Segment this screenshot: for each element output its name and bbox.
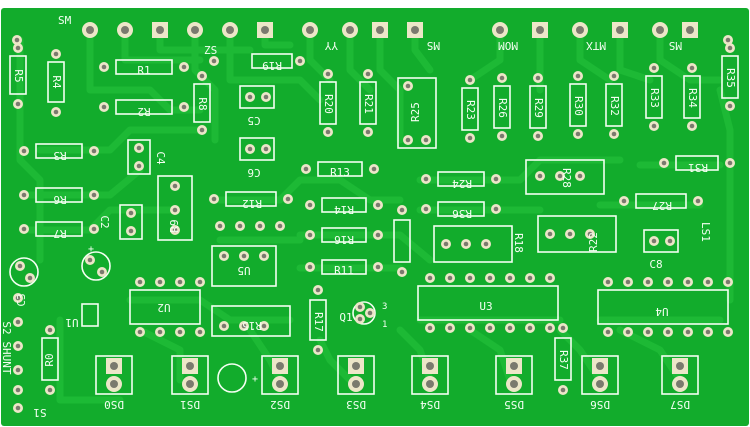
designator-r37: R37 bbox=[557, 350, 570, 370]
designator-r7: R7 bbox=[53, 227, 66, 240]
designator-u5: U5 bbox=[237, 264, 250, 277]
designator-r2: R2 bbox=[137, 105, 150, 118]
designator-c8: C8 bbox=[649, 258, 662, 271]
designator-u4: U4 bbox=[655, 305, 669, 318]
designator-c2: C2 bbox=[98, 215, 111, 228]
designator-r23: R23 bbox=[464, 100, 477, 120]
designator-r5: R5 bbox=[12, 69, 25, 82]
designator-u1: U1 bbox=[65, 316, 78, 329]
designator-r13: R13 bbox=[330, 166, 350, 179]
designator-ds4: DS4 bbox=[420, 398, 440, 411]
label-mom: MOM bbox=[498, 39, 518, 52]
designator-ds5: DS5 bbox=[504, 398, 524, 411]
designator-r0: R0 bbox=[43, 353, 56, 366]
designator-ds0: DS0 bbox=[104, 398, 124, 411]
designator-u3: U3 bbox=[479, 300, 492, 313]
designator-c6: C6 bbox=[247, 166, 260, 179]
designator-ds1: DS1 bbox=[180, 398, 200, 411]
label-q1-pin1: 1 bbox=[382, 320, 387, 330]
label-plus-q1: + bbox=[88, 244, 94, 255]
label-sm-left: SM bbox=[58, 14, 72, 27]
label-plus-led: + bbox=[252, 374, 258, 385]
designator-r20: R20 bbox=[322, 94, 335, 114]
label-q1-pin3: 3 bbox=[382, 302, 387, 312]
designator-r17: R17 bbox=[312, 312, 325, 332]
designator-r1: R1 bbox=[137, 64, 150, 77]
designator-r31: R31 bbox=[688, 161, 708, 174]
designator-s1: S1 bbox=[33, 406, 46, 419]
designator-r14: R14 bbox=[334, 203, 354, 216]
edge-label-layer: SM ZS YY MS MOM MTX MS LS1 3 1 + + bbox=[58, 14, 712, 385]
designator-r16: R16 bbox=[334, 233, 354, 246]
designator-shunt: SHUNT bbox=[0, 341, 13, 374]
designator-r32: R32 bbox=[608, 96, 621, 116]
designator-r6: R6 bbox=[53, 193, 66, 206]
designator-r29: R29 bbox=[532, 98, 545, 118]
designator-r22: R22 bbox=[587, 232, 600, 252]
designator-r8: R8 bbox=[196, 97, 209, 110]
label-ls1: LS1 bbox=[699, 222, 712, 242]
silkscreen-outlines bbox=[9, 53, 739, 395]
designator-r19: R19 bbox=[262, 59, 282, 72]
designator-r34: R34 bbox=[686, 88, 699, 108]
designator-q1: Q1 bbox=[339, 311, 352, 324]
designator-u2: U2 bbox=[157, 301, 170, 314]
designator-r18: R18 bbox=[512, 233, 525, 253]
designator-c5: C5 bbox=[247, 114, 260, 127]
label-ms-right: MS bbox=[669, 39, 682, 52]
designator-r3: R3 bbox=[53, 149, 66, 162]
designator-r26: R26 bbox=[496, 98, 509, 118]
designator-r24: R24 bbox=[452, 177, 472, 190]
designator-ds6: DS6 bbox=[590, 398, 610, 411]
designator-ds3: DS3 bbox=[346, 398, 366, 411]
designator-c4: C4 bbox=[154, 151, 167, 165]
designator-r35: R35 bbox=[724, 68, 737, 88]
designator-r11: R11 bbox=[334, 264, 354, 277]
designator-s2: S2 bbox=[0, 321, 13, 334]
designator-ds2: DS2 bbox=[270, 398, 290, 411]
designator-r9: R9 bbox=[168, 219, 181, 232]
designator-r15: R15 bbox=[242, 319, 262, 332]
label-zs: ZS bbox=[204, 44, 217, 57]
label-mtx: MTX bbox=[586, 39, 606, 52]
designator-r4: R4 bbox=[50, 75, 63, 89]
designator-c3: C3 bbox=[15, 293, 28, 306]
label-ms-mid: MS bbox=[427, 39, 440, 52]
designator-r27: R27 bbox=[652, 199, 672, 212]
designator-r28: R28 bbox=[560, 168, 573, 188]
designator-r12: R12 bbox=[242, 197, 262, 210]
designator-r30: R30 bbox=[572, 96, 585, 116]
designator-r33: R33 bbox=[648, 88, 661, 108]
label-yy: YY bbox=[324, 39, 338, 52]
designator-r25: R25 bbox=[409, 102, 422, 122]
designator-ds7: DS7 bbox=[670, 398, 690, 411]
designator-r36: R36 bbox=[452, 207, 472, 220]
designator-r21: R21 bbox=[362, 94, 375, 114]
